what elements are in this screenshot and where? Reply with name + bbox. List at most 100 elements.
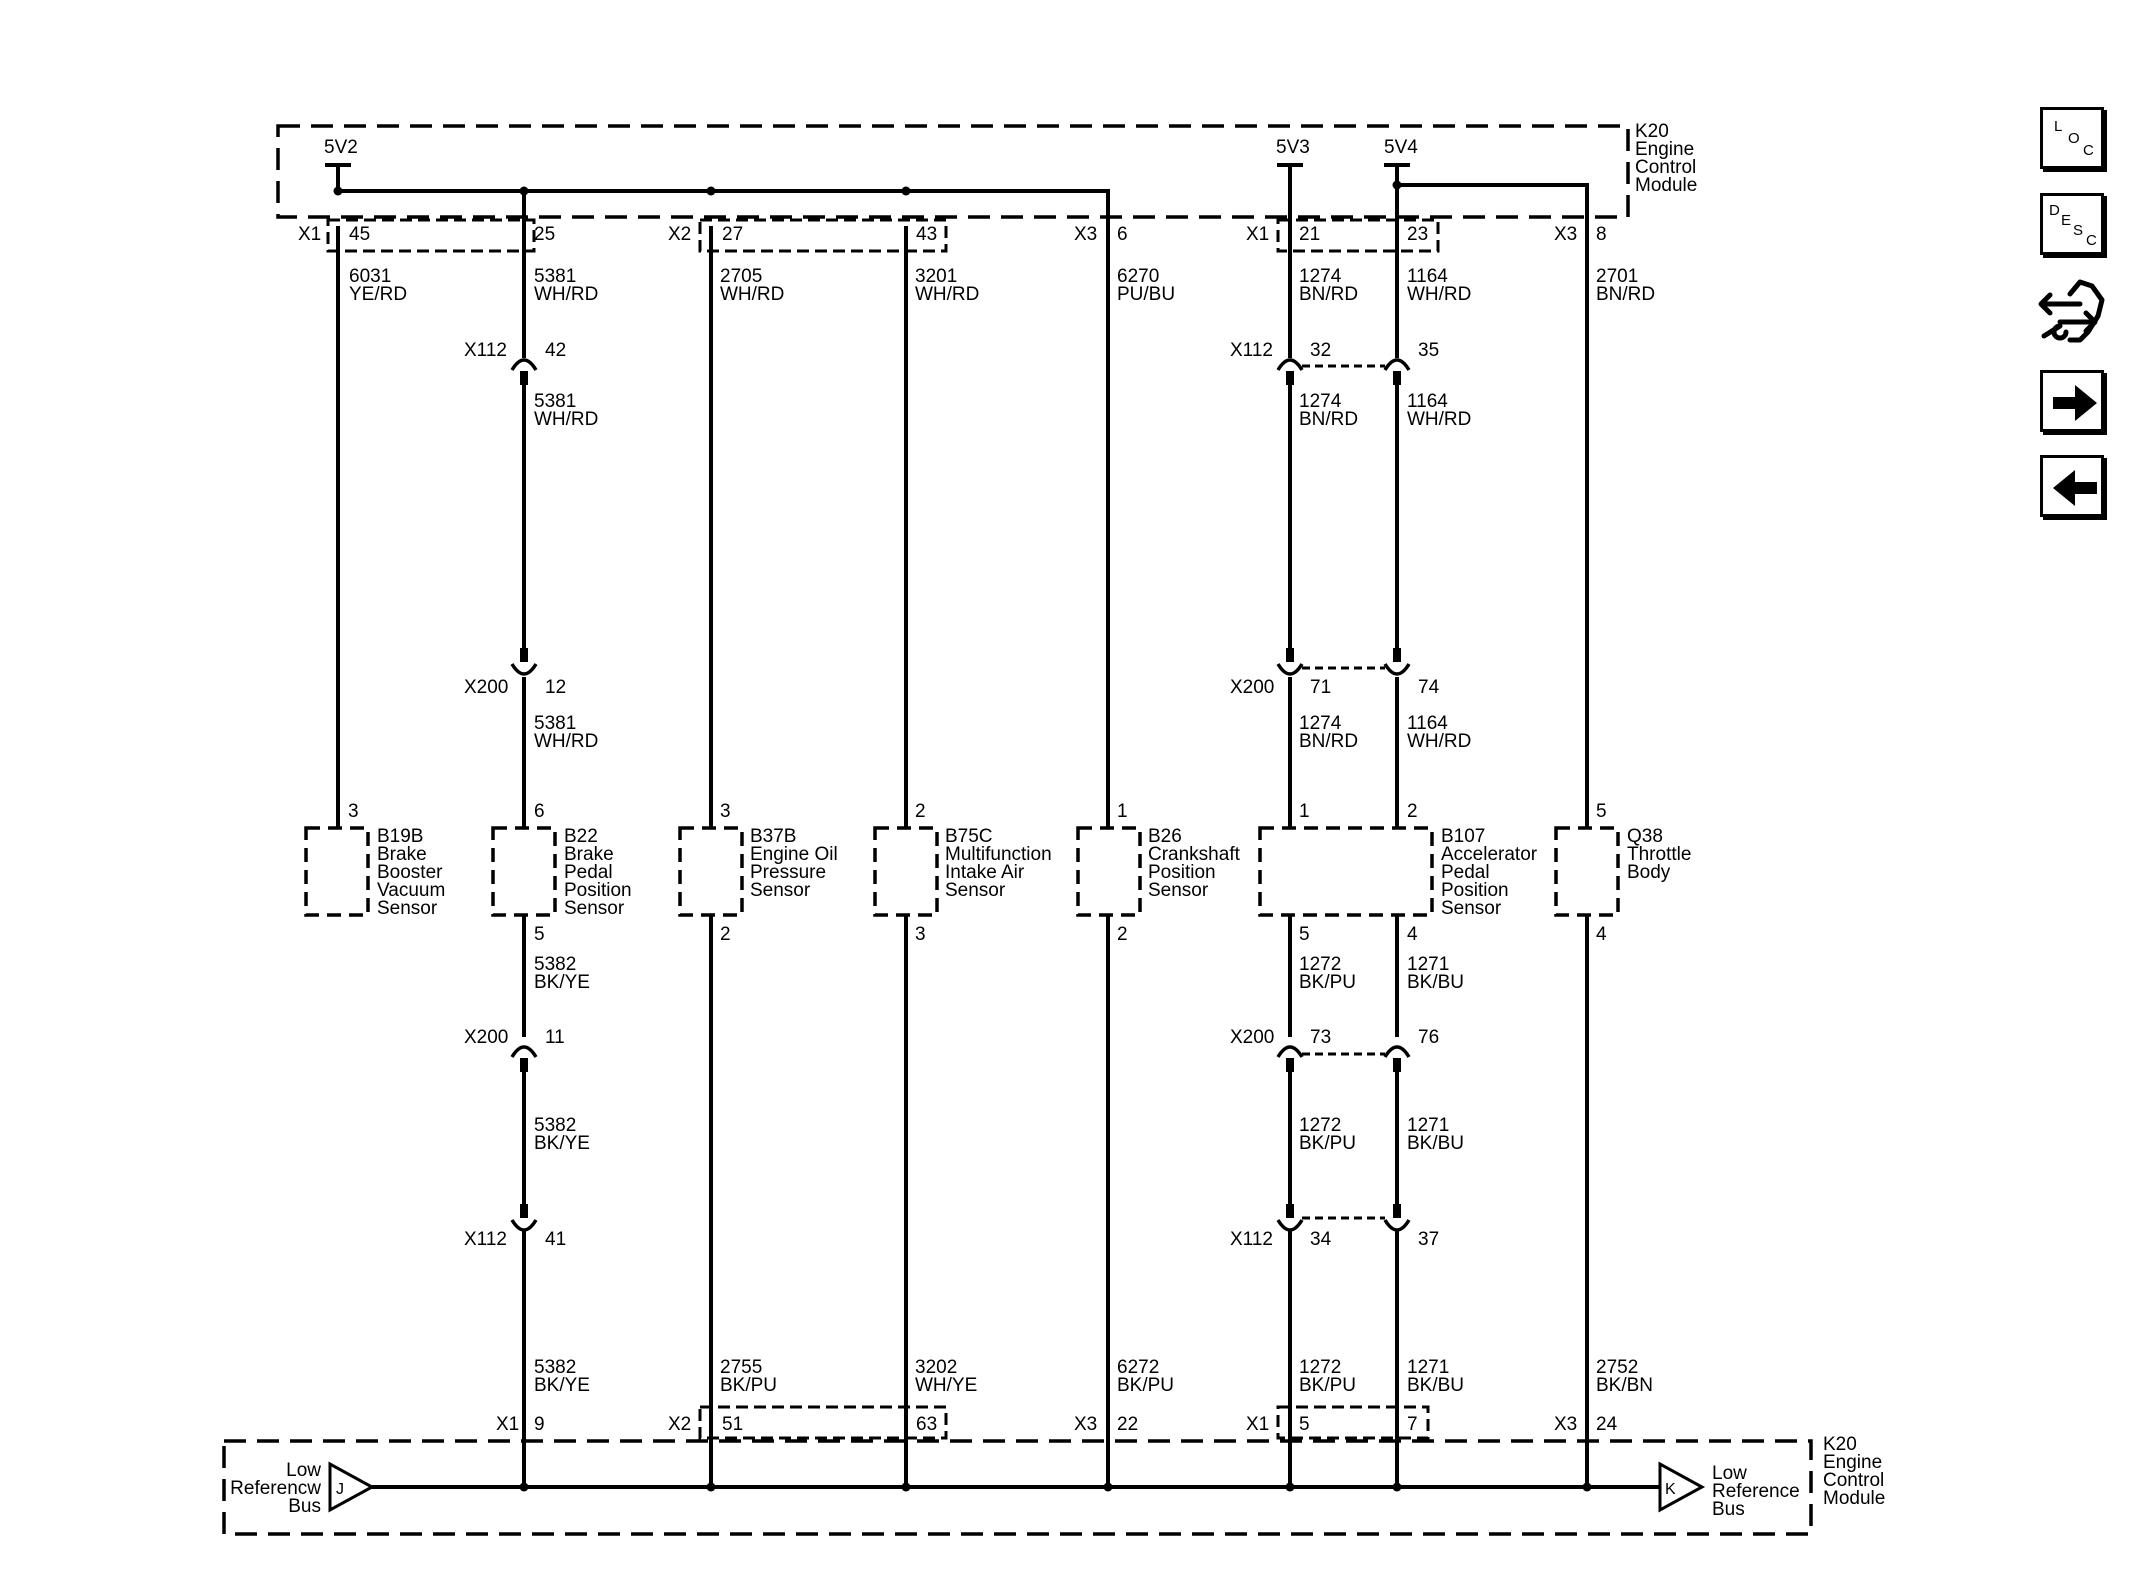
- ecm-top-name-3: Control: [1635, 157, 1696, 178]
- pin-label: 24: [1596, 1414, 1618, 1435]
- component-b26[interactable]: 1 2 B26 Crankshaft Position Sensor: [1076, 801, 1241, 945]
- wire-circuit: 1271: [1407, 954, 1449, 975]
- component-label: Brake: [564, 844, 614, 865]
- bus-label: Low: [1712, 1463, 1747, 1484]
- wire-color: WH/RD: [915, 284, 979, 305]
- wire-labels-top: 6031 YE/RD 5381 WH/RD 2705 WH/RD 3201 WH…: [349, 266, 1655, 305]
- wire-color: BK/BU: [1407, 972, 1464, 993]
- desc-letter: E: [2061, 212, 2072, 229]
- supply-label: 5V2: [324, 137, 358, 158]
- wire-circuit: 1274: [1299, 391, 1342, 412]
- pin-label: 1: [1117, 801, 1128, 822]
- connector-name: X3: [1074, 1414, 1097, 1435]
- wire-labels-mid: 5381 WH/RD 1274 BN/RD 1164 WH/RD 5381 WH…: [534, 391, 1471, 1154]
- wire-color: BN/RD: [1299, 731, 1358, 752]
- pin-label: 21: [1299, 224, 1320, 245]
- supply-5v3: 5V3: [1276, 137, 1310, 167]
- wire-color: BK/BN: [1596, 1375, 1653, 1396]
- wire-circuit: 6272: [1117, 1357, 1159, 1378]
- component-b37b[interactable]: 3 2 B37B Engine Oil Pressure Sensor: [678, 801, 838, 945]
- bus-label: Bus: [1712, 1499, 1745, 1520]
- wire-color: BK/BU: [1407, 1133, 1464, 1154]
- wire-circuit: 6031: [349, 266, 391, 287]
- supply-5v4: 5V4: [1384, 137, 1418, 167]
- component-label: Position: [1441, 880, 1509, 901]
- component-label: Pressure: [750, 862, 826, 883]
- pin-label: 12: [545, 677, 566, 698]
- wire-circuit: 2701: [1596, 266, 1638, 287]
- wire-circuit: 1274: [1299, 713, 1342, 734]
- ecm-bottom-name-3: Control: [1823, 1470, 1884, 1491]
- junction-dots: [333, 180, 1402, 196]
- connector-name: X1: [298, 224, 321, 245]
- wire-circuit: 1272: [1299, 1115, 1341, 1136]
- component-label: B26: [1148, 826, 1182, 847]
- connector-swap-icon[interactable]: [2036, 274, 2110, 348]
- connector-name: X112: [1230, 1229, 1273, 1250]
- wire-circuit: 1272: [1299, 1357, 1341, 1378]
- inline-x200-71-74: X200 71 74: [1230, 648, 1440, 698]
- pin-label: 2: [720, 924, 731, 945]
- desc-button[interactable]: D E S C: [2040, 193, 2104, 255]
- component-label: Q38: [1627, 826, 1663, 847]
- wire-color: BK/YE: [534, 972, 590, 993]
- component-label: Pedal: [1441, 862, 1490, 883]
- pin-label: 25: [534, 224, 555, 245]
- connector-name: X200: [1230, 1027, 1274, 1048]
- pin-label: 73: [1310, 1027, 1331, 1048]
- wire-color: PU/BU: [1117, 284, 1175, 305]
- desc-letter: S: [2073, 222, 2084, 239]
- wire-color: BK/PU: [720, 1375, 777, 1396]
- supply-label: 5V3: [1276, 137, 1310, 158]
- pin-label: 3: [720, 801, 731, 822]
- connector-name: X200: [1230, 677, 1274, 698]
- component-label: Pedal: [564, 862, 613, 883]
- component-label: B107: [1441, 826, 1485, 847]
- bus-right-triangle[interactable]: K Low Reference Bus: [1658, 1461, 1800, 1520]
- top-connector-x2: X2 27 43: [668, 218, 948, 253]
- connector-name: X112: [464, 1229, 507, 1250]
- component-b107[interactable]: 1 2 5 4 B107 Accelerator Pedal Position …: [1258, 801, 1538, 945]
- pin-label: 5: [534, 924, 545, 945]
- connector-swap-icon-graphic: [2038, 279, 2105, 343]
- desc-letter: C: [2086, 232, 2097, 249]
- component-label: B22: [564, 826, 598, 847]
- wire-color: BK/YE: [534, 1133, 590, 1154]
- component-label: Sensor: [564, 898, 625, 919]
- next-button[interactable]: [2040, 370, 2104, 432]
- wire-color: WH/RD: [720, 284, 784, 305]
- component-label: Intake Air: [945, 862, 1025, 883]
- component-b22[interactable]: 6 5 B22 Brake Pedal Position Sensor: [491, 801, 632, 945]
- component-label: Multifunction: [945, 844, 1052, 865]
- ecm-bottom-name-2: Engine: [1823, 1452, 1882, 1473]
- bottom-connector-x3-b: X3 24: [1554, 1414, 1618, 1435]
- pin-label: 63: [916, 1414, 937, 1435]
- loc-button[interactable]: L O C: [2040, 107, 2104, 169]
- supply-5v2: 5V2: [324, 137, 358, 167]
- connector-name: X2: [668, 1414, 691, 1435]
- bus-left-triangle[interactable]: J Low Referencw Bus: [230, 1460, 376, 1517]
- wire-circuit: 1271: [1407, 1115, 1449, 1136]
- connector-name: X1: [1246, 224, 1269, 245]
- wire-circuit: 1164: [1407, 266, 1448, 287]
- wire-labels-bottom: 5382 BK/YE 2755 BK/PU 3202 WH/YE 6272 BK…: [534, 1357, 1653, 1396]
- pin-label: 5: [1299, 924, 1310, 945]
- ecm-top-name-4: Module: [1635, 175, 1697, 196]
- inline-x200-73-76: X200 73 76: [1230, 1027, 1439, 1072]
- pin-label: 22: [1117, 1414, 1138, 1435]
- wire-circuit: 5381: [534, 391, 576, 412]
- component-q38[interactable]: 5 4 Q38 Throttle Body: [1554, 801, 1691, 945]
- loc-letter: O: [2068, 130, 2080, 147]
- pin-label: 45: [349, 224, 370, 245]
- back-button[interactable]: [2040, 455, 2104, 517]
- connector-name: X112: [1230, 340, 1273, 361]
- desc-letter: D: [2049, 202, 2060, 219]
- arrow-left-icon: [2053, 470, 2097, 506]
- pin-label: 27: [722, 224, 743, 245]
- pin-label: 41: [545, 1229, 566, 1250]
- component-b19b[interactable]: 3 B19B Brake Booster Vacuum Sensor: [304, 801, 445, 919]
- pin-label: 9: [534, 1414, 545, 1435]
- top-connector-x3-b: X3 8: [1554, 224, 1607, 245]
- component-b75c[interactable]: 2 3 B75C Multifunction Intake Air Sensor: [873, 801, 1052, 945]
- connector-name: X200: [464, 677, 508, 698]
